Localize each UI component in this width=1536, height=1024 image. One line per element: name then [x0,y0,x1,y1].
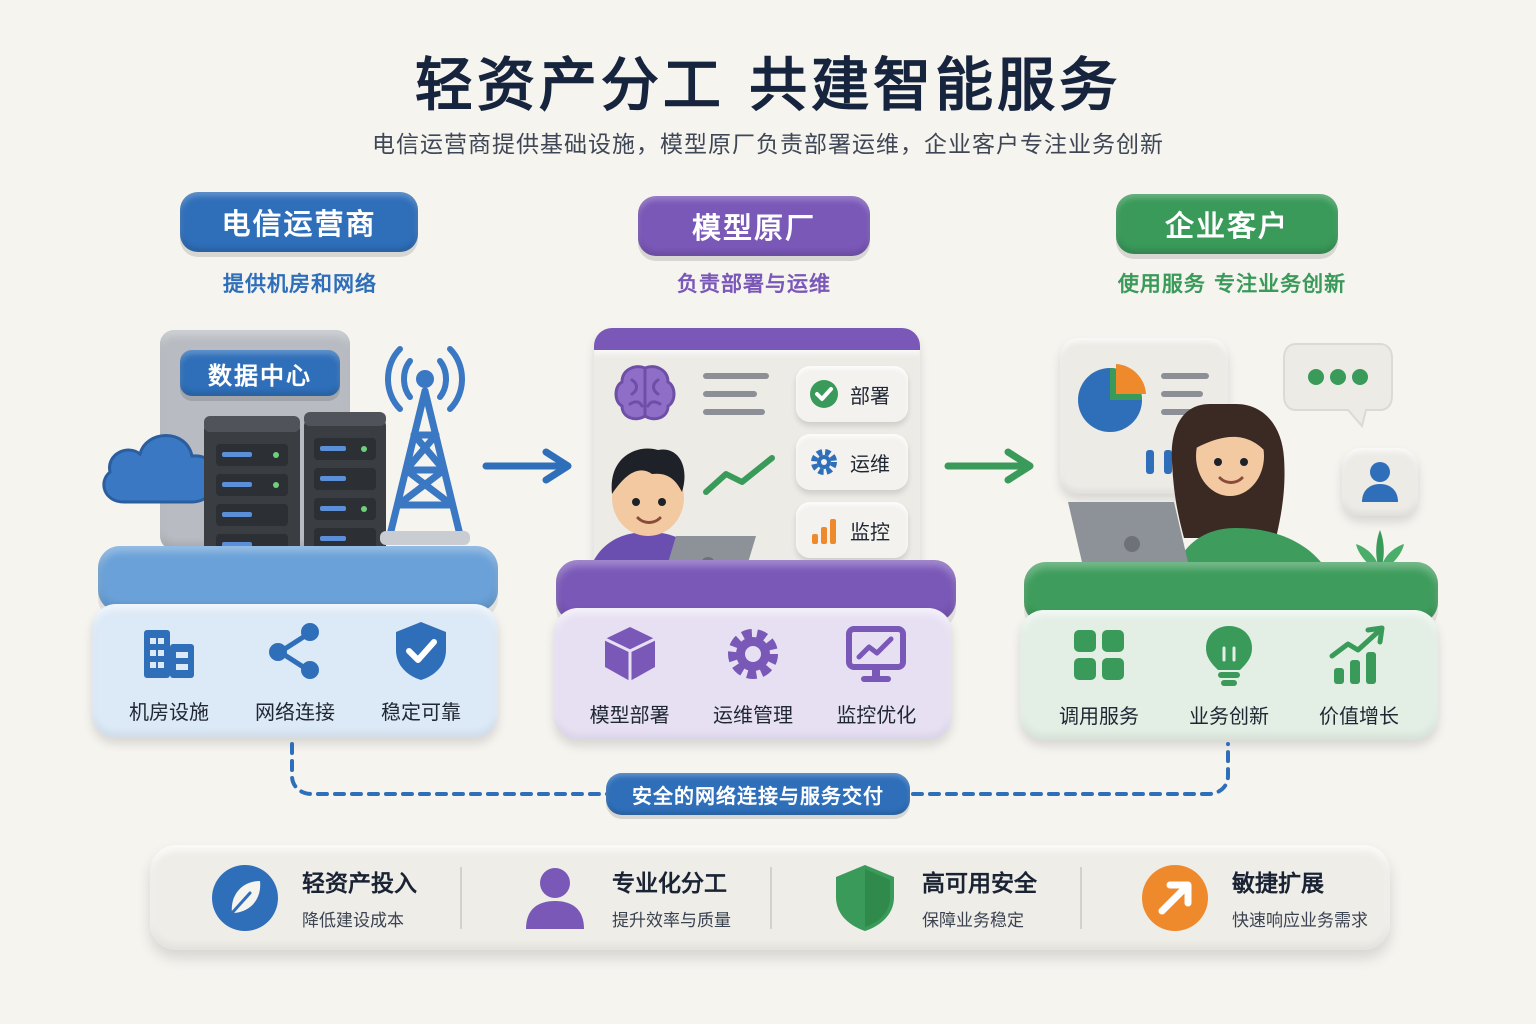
benefit-availability-security: 高可用安全 保障业务稳定 [770,863,1080,933]
datacenter-label: 数据中心 [180,350,340,396]
capability-datacenter-facility: 机房设施 [109,618,229,725]
user-icon [1362,462,1398,502]
growth-chart-icon [1329,625,1385,684]
capability-business-innovation: 业务创新 [1169,622,1289,729]
building-icon [144,629,194,678]
arrow-right-icon [482,448,572,484]
check-circle-icon [810,380,838,408]
capability-value-growth: 价值增长 [1299,622,1419,729]
capability-network: 网络连接 [235,618,355,725]
benefit-light-asset: 轻资产投入 降低建设成本 [150,863,460,933]
role-pill-enterprise: 企业客户 [1116,194,1338,254]
benefit-specialization: 专业化分工 提升效率与质量 [460,863,770,933]
capability-model-deploy: 模型部署 [570,621,690,728]
shield-check-icon [396,621,446,680]
arrow-up-right-icon [1142,864,1208,931]
grid-icon [1074,629,1124,680]
leaf-icon [212,864,278,931]
capability-invoke-service: 调用服务 [1039,622,1159,729]
telecom-capabilities: 机房设施 网络连接 稳定可靠 [92,604,498,738]
share-icon [269,622,319,679]
monitor-chart-icon [846,625,907,682]
gear-icon [727,628,778,679]
task-chip-deploy: 部署 [796,366,908,422]
role-sub-model-vendor: 负责部署与运维 [677,272,831,296]
text-lines-icon [703,373,769,415]
trend-line-icon [703,455,775,495]
telecom-platform [98,546,498,612]
role-pill-model-vendor: 模型原厂 [638,196,870,256]
enterprise-capabilities: 调用服务 业务创新 价值增长 [1020,610,1438,740]
role-sub-enterprise: 使用服务 专注业务创新 [1117,272,1347,296]
connection-label: 安全的网络连接与服务交付 [606,773,910,815]
signal-tower-icon [380,346,470,545]
lightbulb-icon [1206,625,1252,686]
role-pill-telecom: 电信运营商 [180,192,418,252]
bar-chart-icon [812,519,836,544]
role-sub-telecom: 提供机房和网络 [223,272,377,296]
capability-reliable: 稳定可靠 [361,618,481,725]
gear-icon [811,449,837,475]
pie-chart-icon [1078,364,1146,432]
cube-icon [604,626,656,681]
benefit-agile-scaling: 敏捷扩展 快速响应业务需求 [1080,863,1390,933]
chat-bubble-icon [1283,343,1393,429]
benefits-bar: 轻资产投入 降低建设成本 专业化分工 提升效率与质量 高可用安全 保障业务稳定 [150,845,1390,950]
brain-icon [614,365,676,421]
task-chip-monitor: 监控 [796,502,908,558]
page-title: 轻资产分工 共建智能服务 [414,51,1122,119]
capability-ops-management: 运维管理 [693,621,813,728]
person-icon [526,867,584,929]
model-vendor-capabilities: 模型部署 运维管理 监控优化 [554,608,952,740]
server-rack-icon [204,412,386,586]
capability-monitor-optimize: 监控优化 [816,621,936,728]
shield-icon [836,864,894,931]
arrow-right-icon [944,448,1034,484]
task-chip-operate: 运维 [796,434,908,490]
page-subtitle: 电信运营商提供基础设施，模型原厂负责部署运维，企业客户专注业务创新 [372,132,1164,158]
